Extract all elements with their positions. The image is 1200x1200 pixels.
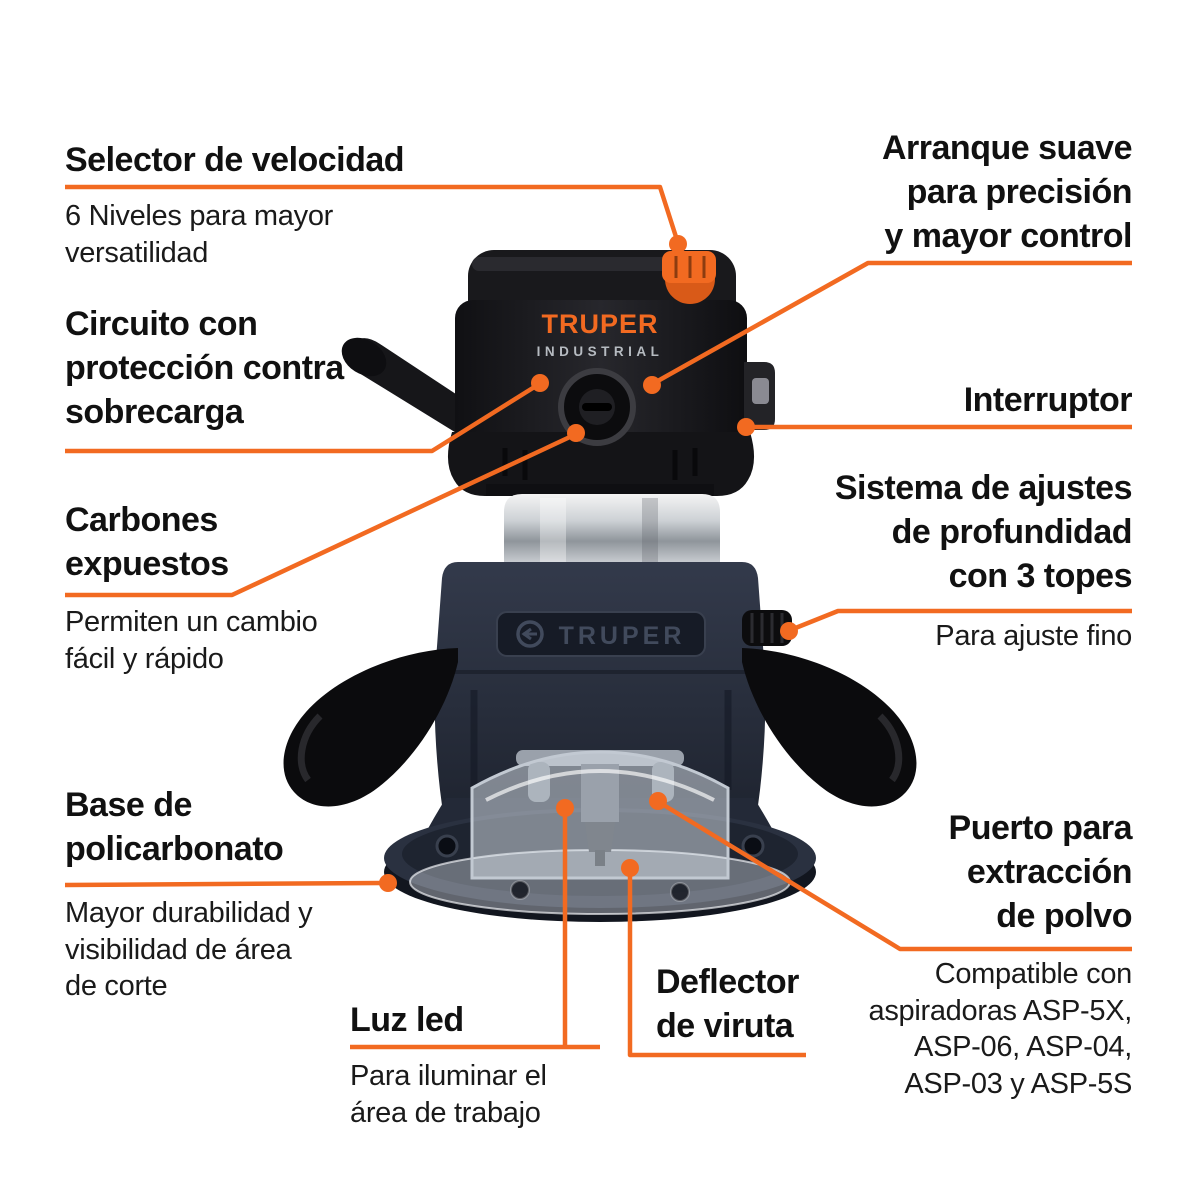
depth-adjust-knob: [742, 610, 792, 646]
callout-circuito: [65, 374, 549, 454]
label-base-policarbonato-title: Base de policarbonato: [65, 786, 284, 869]
callout-dot-selector: [669, 235, 687, 253]
label-arranque-suave-title: Arranque suave para precisión y mayor co…: [882, 129, 1133, 256]
label-circuito-proteccion-title: Circuito con protección contra sobrecarg…: [65, 305, 344, 432]
label-puerto-extraccion-desc: Compatible con aspiradoras ASP-5X, ASP-0…: [868, 958, 1133, 1100]
label-sistema-ajustes-desc: Para ajuste fino: [935, 620, 1132, 652]
callout-carbones: [65, 424, 585, 598]
callout-dot-puerto: [649, 792, 667, 810]
truper-logo-icon: [516, 620, 544, 648]
label-deflector-viruta-title: Deflector de viruta: [656, 963, 799, 1046]
callout-arranque: [643, 260, 1132, 394]
label-sistema-ajustes-title: Sistema de ajustes de profundidad con 3 …: [834, 469, 1133, 596]
label-carbones-expuestos-title: Carbones expuestos: [65, 501, 229, 584]
label-selector-velocidad-title: Selector de velocidad: [65, 141, 405, 179]
callout-dot-arranque: [643, 376, 661, 394]
label-luz-led-desc: Para iluminar el área de trabajo: [350, 1060, 547, 1129]
speed-dial: [662, 251, 716, 304]
label-selector-velocidad-desc: 6 Niveles para mayor versatilidad: [65, 200, 333, 269]
label-interruptor-title: Interruptor: [963, 381, 1133, 419]
callout-luz: [350, 799, 600, 1050]
callout-dot-base: [379, 874, 397, 892]
base-screw-hole: [435, 834, 459, 858]
callout-dot-sistema: [780, 622, 798, 640]
callout-sistema: [780, 608, 1132, 640]
base-logo-text: TRUPER: [559, 622, 686, 650]
label-luz-led-title: Luz led: [350, 1001, 464, 1039]
polycarbonate-window: [470, 750, 730, 880]
callout-selector: [65, 184, 687, 253]
label-base-policarbonato-desc: Mayor durabilidad y visibilidad de área …: [65, 897, 313, 1003]
series-text: INDUSTRIAL: [537, 344, 664, 359]
callout-dot-interruptor: [737, 418, 755, 436]
callout-dot-luz: [556, 799, 574, 817]
callout-interruptor: [737, 418, 1132, 436]
callout-deflector: [621, 859, 806, 1058]
base-screw-hole: [670, 882, 690, 902]
logo-plate: TRUPER: [496, 611, 706, 657]
power-cord: [341, 337, 468, 434]
power-switch: [744, 362, 775, 430]
base-screw-hole: [510, 880, 530, 900]
callout-puerto: [649, 792, 1132, 952]
callout-dot-carbones: [567, 424, 585, 442]
callout-base: [64, 874, 397, 892]
callout-dot-deflector: [621, 859, 639, 877]
right-handle: [742, 648, 917, 807]
label-puerto-extraccion-title: Puerto para extracción de polvo: [948, 809, 1133, 936]
base-screw-hole: [741, 834, 765, 858]
brand-text: TRUPER: [541, 309, 658, 339]
callout-dot-circuito: [531, 374, 549, 392]
brand-label: TRUPER INDUSTRIAL: [537, 309, 664, 359]
left-handle: [283, 648, 458, 807]
chrome-collar: [504, 494, 720, 570]
label-carbones-expuestos-desc: Permiten un cambio fácil y rápido: [65, 606, 318, 675]
